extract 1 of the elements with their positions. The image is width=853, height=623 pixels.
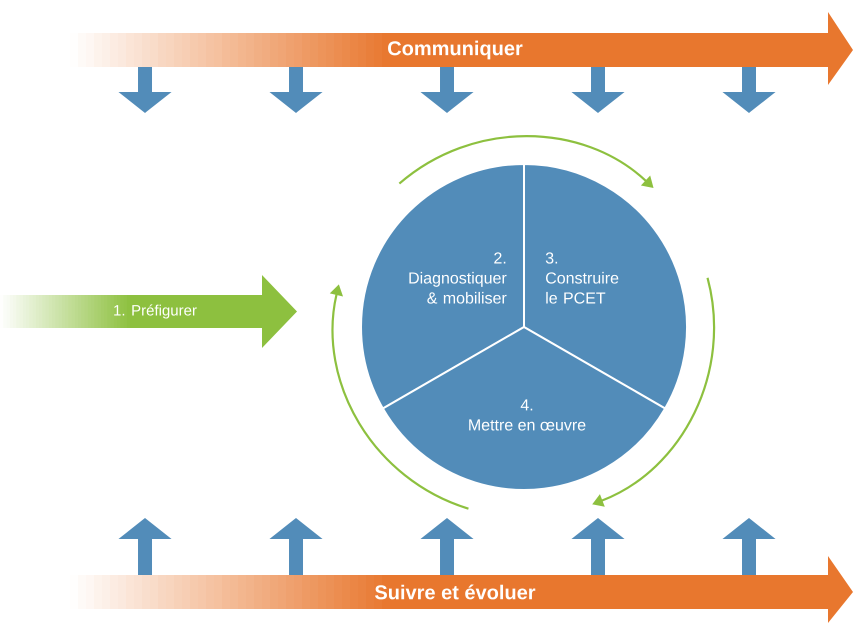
- pie-sector: 4. Mettre en œuvre: [382, 326, 666, 491]
